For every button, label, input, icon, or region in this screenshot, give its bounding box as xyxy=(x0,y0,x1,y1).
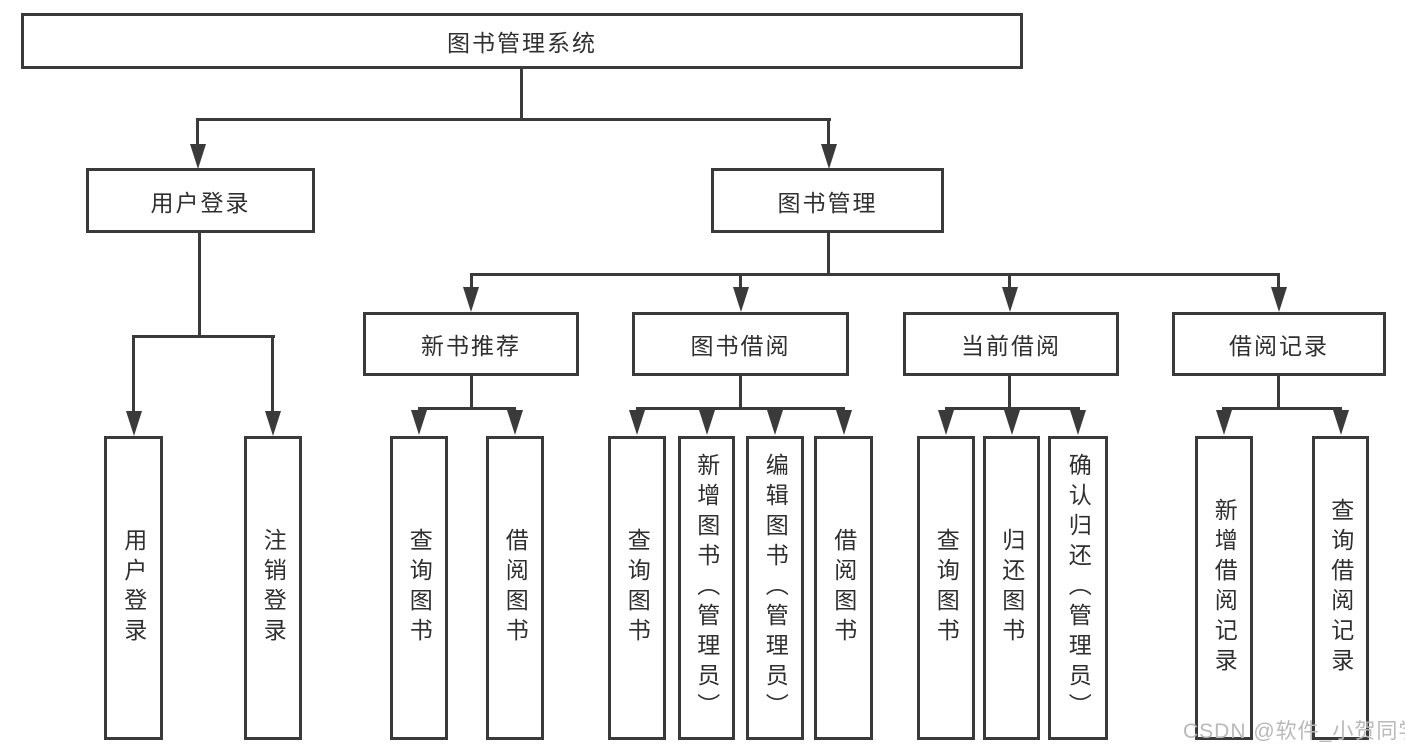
connector-user-login-stem xyxy=(198,233,201,337)
arrow-down-icon xyxy=(767,410,783,435)
connector-borrow-stem xyxy=(739,376,742,409)
arrow-down-icon xyxy=(733,287,749,312)
node-user-login: 用户登录 xyxy=(86,168,315,233)
arrow-down-icon xyxy=(190,144,206,169)
arrow-down-icon xyxy=(265,411,281,436)
leaf-recommend-query-books: 查询图书 xyxy=(390,436,448,740)
node-borrow-records: 借阅记录 xyxy=(1172,312,1386,376)
connector-records-stem xyxy=(1277,376,1280,409)
leaf-records-query-borrow-record: 查询借阅记录 xyxy=(1312,436,1369,740)
node-label: 编辑图书（管理员） xyxy=(762,453,789,723)
leaf-borrow-edit-books-admin: 编辑图书（管理员） xyxy=(746,436,804,740)
node-label: 借阅记录 xyxy=(1229,333,1329,359)
node-label: 查询借阅记录 xyxy=(1327,498,1354,678)
node-label: 当前借阅 xyxy=(961,333,1061,359)
connector-drop-new-book-recommend xyxy=(470,273,473,291)
csdn-watermark: CSDN @软件_小贺同学 xyxy=(1183,720,1405,743)
connector-drop-borrow-records xyxy=(1277,273,1280,291)
connector-drop-book-borrow xyxy=(739,273,742,291)
node-label: 图书管理系统 xyxy=(447,30,597,56)
connector-drop-leaf-logout xyxy=(271,335,274,415)
node-label: 新增图书（管理员） xyxy=(693,453,720,723)
arrow-down-icon xyxy=(938,410,954,435)
connector-drop-current-borrow xyxy=(1008,273,1011,291)
node-library-management-system: 图书管理系统 xyxy=(21,13,1023,69)
node-label: 用户登录 xyxy=(120,528,147,648)
arrow-down-icon xyxy=(411,410,427,435)
connector-recommend-stem xyxy=(470,376,473,409)
node-label: 图书借阅 xyxy=(690,333,791,359)
arrow-down-icon xyxy=(126,411,142,436)
node-book-borrow: 图书借阅 xyxy=(632,312,849,376)
arrow-down-icon xyxy=(1216,410,1232,435)
connector-book-management-bar xyxy=(470,273,1280,276)
arrow-down-icon xyxy=(1002,287,1018,312)
leaf-user-login: 用户登录 xyxy=(104,436,163,740)
leaf-records-add-borrow-record: 新增借阅记录 xyxy=(1195,436,1253,740)
node-book-management: 图书管理 xyxy=(711,168,944,233)
leaf-current-confirm-return-admin: 确认归还（管理员） xyxy=(1048,436,1108,740)
node-label: 新增借阅记录 xyxy=(1211,498,1238,678)
leaf-borrow-query-books: 查询图书 xyxy=(608,436,666,740)
arrow-down-icon xyxy=(507,410,523,435)
node-current-borrow: 当前借阅 xyxy=(903,312,1119,376)
leaf-current-return-books: 归还图书 xyxy=(983,436,1040,740)
arrow-down-icon xyxy=(1271,287,1287,312)
connector-root-stem xyxy=(520,69,523,120)
node-label: 查询图书 xyxy=(933,528,960,648)
leaf-logout: 注销登录 xyxy=(244,436,302,740)
node-label: 查询图书 xyxy=(624,528,651,648)
connector-root-bar xyxy=(197,118,831,121)
arrow-down-icon xyxy=(821,144,837,169)
connector-user-login-bar xyxy=(132,335,275,338)
connector-drop-user-login xyxy=(196,118,199,150)
arrow-down-icon xyxy=(1070,410,1086,435)
leaf-borrow-add-books-admin: 新增图书（管理员） xyxy=(678,436,735,740)
arrow-down-icon xyxy=(836,410,852,435)
node-label: 借阅图书 xyxy=(830,528,857,648)
connector-current-stem xyxy=(1008,376,1011,409)
node-new-book-recommend: 新书推荐 xyxy=(363,312,579,376)
connector-drop-book-management xyxy=(827,118,830,150)
node-label: 图书管理 xyxy=(777,189,878,216)
arrow-down-icon xyxy=(1333,410,1349,435)
node-label: 确认归还（管理员） xyxy=(1065,453,1092,723)
connector-book-management-stem xyxy=(827,233,830,275)
connector-current-bar xyxy=(945,407,1080,410)
arrow-down-icon xyxy=(1004,410,1020,435)
leaf-current-query-books: 查询图书 xyxy=(917,436,975,740)
connector-recommend-bar xyxy=(418,407,516,410)
arrow-down-icon xyxy=(463,287,479,312)
arrow-down-icon xyxy=(699,410,715,435)
connector-borrow-bar xyxy=(636,407,845,410)
connector-drop-leaf-user-login xyxy=(132,335,135,415)
node-label: 查询图书 xyxy=(406,528,433,648)
connector-records-bar xyxy=(1222,407,1342,410)
arrow-down-icon xyxy=(629,410,645,435)
node-label: 注销登录 xyxy=(260,528,287,648)
node-label: 用户登录 xyxy=(150,189,251,216)
node-label: 归还图书 xyxy=(998,528,1025,648)
node-label: 借阅图书 xyxy=(502,528,529,648)
leaf-recommend-borrow-books: 借阅图书 xyxy=(486,436,544,740)
node-label: 新书推荐 xyxy=(421,333,521,359)
leaf-borrow-borrow-books: 借阅图书 xyxy=(814,436,873,740)
